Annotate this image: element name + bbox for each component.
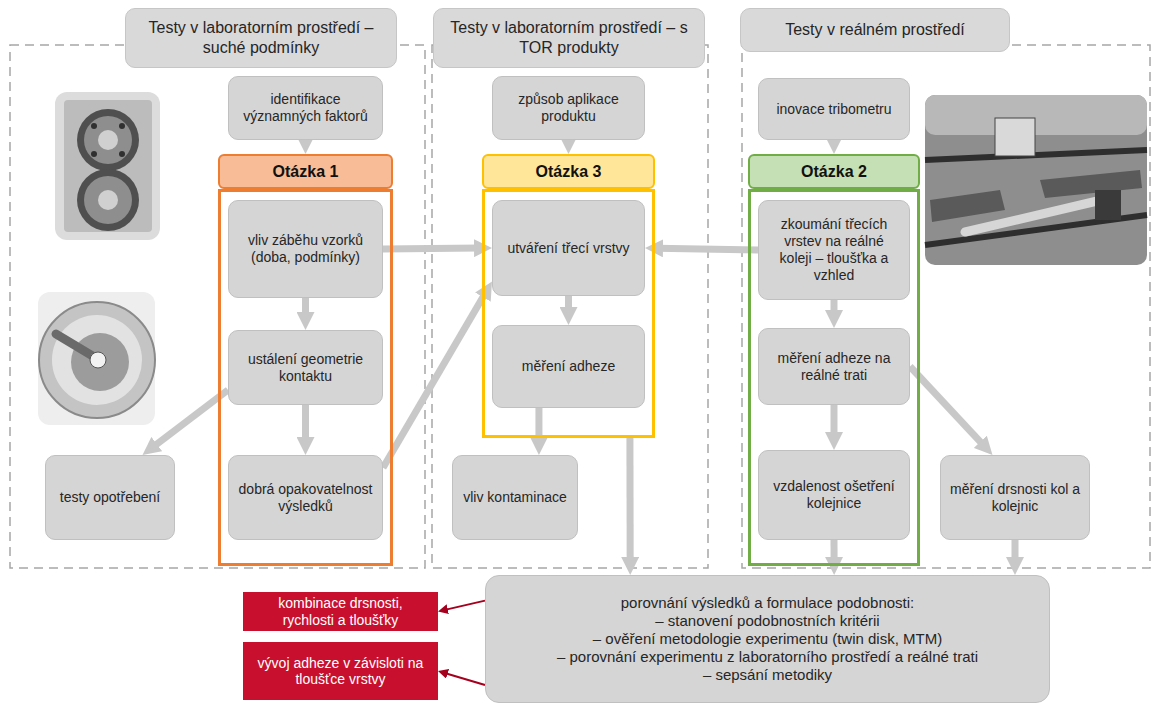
- process-box: vzdalenost ošetření kolejnice: [758, 450, 910, 540]
- mtm-ring: [52, 315, 142, 405]
- machine-plate: [64, 100, 152, 232]
- box-text: měření adheze na reálné trati: [767, 350, 901, 384]
- disc-hub: [98, 190, 118, 210]
- bolt: [119, 123, 125, 129]
- section-header: Testy v laboratorním prostředí – s TOR p…: [433, 8, 705, 68]
- flow-arrow: [910, 367, 984, 447]
- process-box: inovace tribometru: [758, 78, 910, 140]
- section-header: Testy v laboratorním prostředí – suché p…: [125, 8, 397, 68]
- box-text: testy opotřebení: [60, 489, 160, 506]
- process-box: zkoumání třecích vrstev na reálné koleji…: [758, 200, 910, 300]
- bolt: [91, 123, 97, 129]
- dashed-region: [10, 45, 425, 568]
- question-tab: Otázka 3: [482, 154, 655, 189]
- box-text: vzdalenost ošetření kolejnice: [767, 478, 901, 512]
- photo-background: [925, 95, 1147, 135]
- process-box: dobrá opakovatelnost výsledků: [228, 455, 383, 540]
- process-box: měření adheze: [492, 325, 645, 408]
- tribometer-wheel: [1095, 190, 1121, 220]
- disc: [77, 169, 139, 231]
- box-text: ustálení geometrie kontaktu: [237, 351, 374, 385]
- mtm-disc: [71, 333, 129, 391]
- box-text: měření adheze: [522, 358, 615, 375]
- sleeper: [930, 190, 1005, 222]
- flow-arrow: [565, 140, 572, 142]
- red-arrow: [444, 601, 485, 611]
- box-text: utváření třecí vrstvy: [507, 240, 629, 257]
- bolt: [91, 151, 97, 157]
- flow-arrow: [565, 296, 572, 313]
- twin-disc-photo: [55, 92, 160, 240]
- flow-arrow: [302, 405, 309, 443]
- box-text: Testy v reálném prostředí: [785, 20, 965, 40]
- box-text: Testy v laboratorním prostředí – suché p…: [140, 18, 382, 58]
- box-text: – stanovení podobnostních kritérii: [655, 612, 879, 630]
- box-text: – ověření metodologie experimentu (twin …: [593, 630, 942, 648]
- box-text: – porovnání experimentu z laboratorního …: [557, 648, 978, 666]
- box-text: vliv záběhu vzorků (doba, podmínky): [237, 232, 374, 266]
- disc-hub: [98, 130, 118, 150]
- process-box: měření drsnosti kol a kolejnic: [940, 455, 1090, 540]
- box-text: – sepsání metodiky: [703, 666, 832, 684]
- bolt: [119, 151, 125, 157]
- disc: [84, 116, 132, 164]
- flow-arrow: [383, 245, 480, 253]
- process-box: ustálení geometrie kontaktu: [228, 330, 383, 405]
- box-text: vliv kontaminace: [463, 489, 567, 506]
- rail: [925, 150, 1147, 160]
- process-box: vliv kontaminace: [452, 455, 578, 540]
- summary-box: porovnání výsledků a formulace podobnost…: [485, 575, 1050, 703]
- box-text: měření drsnosti kol a kolejnic: [949, 481, 1081, 515]
- flow-arrow: [302, 298, 309, 318]
- box-text: dobrá opakovatelnost výsledků: [237, 481, 374, 515]
- rail-photo: [925, 95, 1147, 265]
- section-header: Testy v reálném prostředí: [740, 8, 1010, 52]
- tribometer-unit: [995, 118, 1035, 156]
- box-text: identifikace významných faktorů: [237, 91, 374, 125]
- process-box: měření adheze na reálné trati: [758, 328, 910, 405]
- question-frame: Otázka 1 vliv záběhu vzorků (doba, podmín…: [218, 154, 393, 566]
- result-note: kombinace drsnosti, rychlosti a tloušťky: [243, 592, 438, 631]
- process-box: testy opotřebení: [45, 455, 175, 540]
- flow-arrow: [831, 300, 838, 316]
- process-box: identifikace významných faktorů: [228, 76, 383, 140]
- box-text: vývoj adheze v závisloti na tloušťce vrs…: [251, 655, 430, 687]
- question-tab: Otázka 1: [218, 154, 393, 189]
- mtm-ball: [90, 352, 106, 368]
- flow-arrow: [831, 405, 838, 438]
- process-box: vliv záběhu vzorků (doba, podmínky): [228, 200, 383, 298]
- sleeper: [1040, 170, 1142, 198]
- question-frame: Otázka 3 utváření třecí vrstvy měření adhe…: [482, 154, 655, 438]
- mtm-photo: [38, 292, 155, 425]
- mtm-housing: [39, 302, 155, 418]
- box-text: kombinace drsnosti, rychlosti a tloušťky: [251, 595, 430, 627]
- flow-arrow: [302, 140, 309, 142]
- box-text: zkoumání třecích vrstev na reálné koleji…: [767, 216, 901, 283]
- tribometer-tube: [965, 198, 1110, 232]
- box-text: způsob aplikace produktu: [501, 91, 636, 125]
- mtm-shaft: [56, 334, 96, 358]
- flow-arrow: [152, 390, 228, 448]
- process-box: utváření třecí vrstvy: [492, 200, 645, 296]
- box-text: Testy v laboratorním prostředí – s TOR p…: [448, 18, 690, 58]
- disc: [84, 176, 132, 224]
- flow-arrow: [626, 438, 633, 563]
- question-tab: Otázka 2: [748, 154, 920, 189]
- flow-arrow: [383, 292, 486, 468]
- question-frame: Otázka 2 zkoumání třecích vrstev na reáln…: [748, 154, 920, 566]
- red-arrow: [444, 673, 485, 685]
- flow-arrow: [657, 248, 758, 250]
- disc: [77, 109, 139, 171]
- box-text: porovnání výsledků a formulace podobnost…: [621, 594, 915, 612]
- flow-arrow: [1011, 540, 1018, 563]
- result-note: vývoj adheze v závisloti na tloušťce vrs…: [243, 642, 438, 700]
- box-text: inovace tribometru: [776, 101, 891, 118]
- flow-arrow: [831, 140, 838, 142]
- dashed-region: [742, 45, 1150, 568]
- flow-arrow: [831, 540, 838, 563]
- process-box: způsob aplikace produktu: [492, 76, 645, 140]
